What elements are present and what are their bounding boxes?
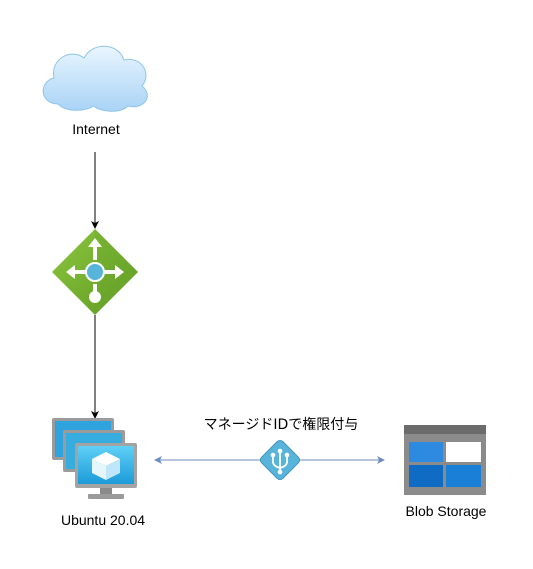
managed-identity-label: マネージドIDで権限付与	[203, 417, 359, 433]
managed-identity-icon	[259, 439, 301, 481]
vm-label: Ubuntu 20.04	[60, 512, 146, 528]
internet-label: Internet	[72, 121, 120, 137]
storage-account-icon	[404, 425, 486, 495]
virtual-machine-scale-set-icon	[52, 418, 137, 499]
storage-label: Blob Storage	[405, 503, 487, 519]
load-balancer-icon	[52, 229, 138, 315]
cloud-icon	[42, 45, 148, 112]
